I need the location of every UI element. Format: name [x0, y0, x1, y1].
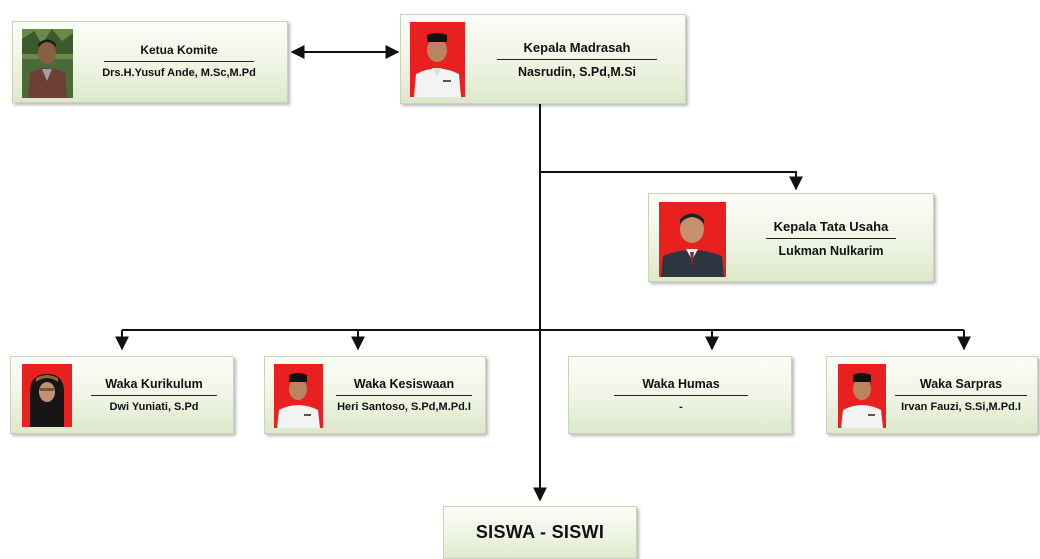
waka-kurikulum-role: Waka Kurikulum [105, 377, 203, 391]
waka-sarpras-box: Waka Sarpras Irvan Fauzi, S.Si,M.Pd.I [826, 356, 1038, 434]
waka-kurikulum-text: Waka Kurikulum Dwi Yuniati, S.Pd [83, 371, 225, 419]
waka-humas-box: Waka Humas - [568, 356, 792, 434]
kepala-tata-usaha-box: Kepala Tata Usaha Lukman Nulkarim [648, 193, 934, 282]
kepala-tata-usaha-text: Kepala Tata Usaha Lukman Nulkarim [747, 210, 915, 266]
waka-kurikulum-name: Dwi Yuniati, S.Pd [109, 401, 199, 413]
waka-kesiswaan-name: Heri Santoso, S.Pd,M.Pd.I [337, 401, 471, 413]
waka-humas-divider [614, 395, 748, 396]
ketua-komite-box: Ketua Komite Drs.H.Yusuf Ande, M.Sc,M.Pd [12, 21, 288, 103]
waka-kesiswaan-divider [336, 395, 472, 396]
waka-kurikulum-photo [22, 364, 72, 427]
kepala-madrasah-role: Kepala Madrasah [523, 39, 631, 55]
siswa-siswi-box: SISWA - SISWI [443, 506, 637, 559]
waka-kurikulum-box: Waka Kurikulum Dwi Yuniati, S.Pd [10, 356, 234, 434]
kepala-madrasah-divider [497, 58, 657, 60]
waka-kurikulum-divider [91, 395, 217, 396]
ketua-komite-role: Ketua Komite [140, 43, 218, 57]
waka-kesiswaan-box: Waka Kesiswaan Heri Santoso, S.Pd,M.Pd.I [264, 356, 486, 434]
waka-sarpras-divider [895, 395, 1027, 396]
ketua-komite-name: Drs.H.Yusuf Ande, M.Sc,M.Pd [102, 67, 256, 79]
tata-usaha-branch-line [540, 171, 803, 191]
waka-kesiswaan-role: Waka Kesiswaan [353, 377, 455, 391]
kepala-tata-usaha-role: Kepala Tata Usaha [773, 218, 889, 234]
waka-sarpras-text: Waka Sarpras Irvan Fauzi, S.Si,M.Pd.I [889, 371, 1033, 419]
ketua-komite-text: Ketua Komite Drs.H.Yusuf Ande, M.Sc,M.Pd [101, 36, 257, 86]
ketua-komite-divider [104, 61, 254, 62]
waka-sarpras-name: Irvan Fauzi, S.Si,M.Pd.I [901, 401, 1021, 413]
waka-humas-role: Waka Humas [642, 377, 720, 391]
waka-sarpras-role: Waka Sarpras [919, 377, 1003, 391]
kepala-madrasah-box: Kepala Madrasah Nasrudin, S.Pd,M.Si [400, 14, 686, 104]
kepala-madrasah-photo [410, 22, 465, 97]
waka-humas-text: Waka Humas - [609, 371, 753, 419]
waka-kesiswaan-photo [274, 364, 323, 428]
kepala-tata-usaha-name: Lukman Nulkarim [778, 243, 884, 258]
waka-sarpras-photo [838, 364, 886, 428]
ketua-komite-photo [22, 29, 73, 98]
siswa-siswi-label: SISWA - SISWI [475, 522, 605, 542]
kepala-tata-usaha-divider [766, 237, 896, 239]
kepala-tata-usaha-photo [659, 202, 726, 277]
waka-kesiswaan-text: Waka Kesiswaan Heri Santoso, S.Pd,M.Pd.I [327, 371, 481, 419]
waka-humas-name: - [679, 401, 683, 413]
kepala-madrasah-name: Nasrudin, S.Pd,M.Si [517, 64, 637, 79]
kepala-madrasah-text: Kepala Madrasah Nasrudin, S.Pd,M.Si [489, 31, 665, 87]
